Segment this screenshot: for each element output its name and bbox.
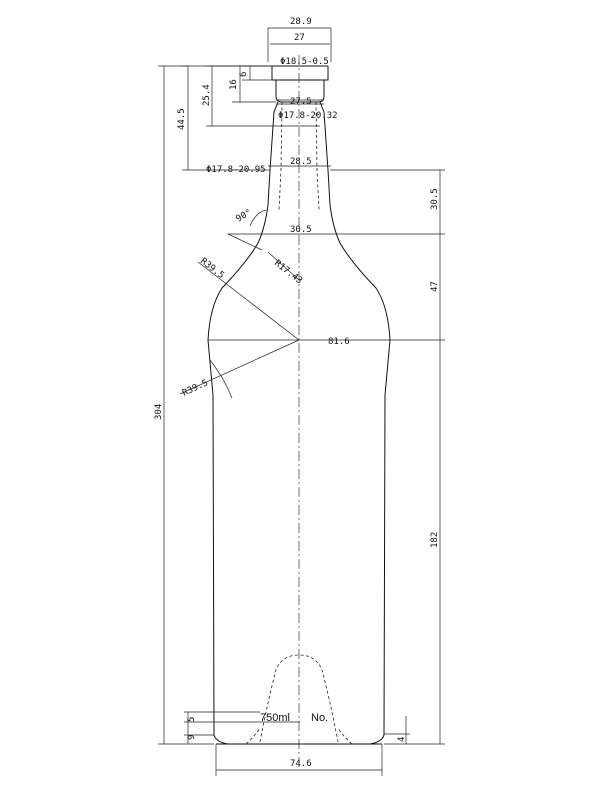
body-width-dimension: 81.6 — [208, 337, 390, 347]
dim-bore-range-1: Φ17.8-20.32 — [278, 111, 338, 121]
dim-neck-width-275: 27.5 — [290, 97, 312, 107]
dim-bore-dia: Φ18.5-0.5 — [280, 57, 329, 67]
dim-base-width: 74.6 — [290, 759, 312, 769]
angle-dimension: 90° — [235, 208, 267, 227]
dim-finish-height-25: 25.4 — [202, 84, 212, 106]
dim-neck-width-285: 28.5 — [290, 157, 312, 167]
dim-finish-height-16: 16 — [229, 79, 239, 90]
dim-angle: 90° — [235, 208, 254, 225]
dim-top-width-outer: 28.9 — [290, 17, 312, 27]
neck-height-dimension: 44.5 — [177, 65, 272, 171]
shoulder-width-dimension: 30.5 — [227, 225, 445, 251]
number-label: No. — [311, 712, 328, 724]
dim-body-width: 81.6 — [328, 337, 350, 347]
base-width-dimension: 74.6 — [215, 744, 383, 776]
dim-top-width-inner: 27 — [294, 33, 305, 43]
dim-base-5: 5 — [187, 717, 197, 722]
dim-body-height: 182 — [430, 532, 440, 548]
dim-base-4: 4 — [397, 737, 407, 742]
dim-radius-395-upper: R39.5 — [198, 256, 226, 281]
top-width-inner-dimension: 27 — [270, 33, 330, 45]
top-width-outer-dimension: 28.9 — [267, 17, 332, 62]
dim-shoulder-drop: 47 — [430, 281, 440, 292]
right-dimensions: 30.5 47 182 4 — [330, 169, 445, 745]
neck-width-285-dimension: 28.5 — [268, 157, 331, 167]
dim-lip-height: 6 — [239, 72, 249, 77]
dim-shoulder-width: 30.5 — [290, 225, 312, 235]
dim-bore-range-2: Φ17.8-20.95 — [206, 165, 266, 175]
radius-lines: R39.5 R17.43 R39.5 — [179, 251, 304, 399]
lip-height-dimension: 6 — [239, 65, 272, 81]
dim-base-9: 9 — [187, 735, 197, 740]
neck-width-275-dimension: 27.5 — [276, 97, 324, 107]
finish-height-16-dimension: 16 — [229, 66, 276, 103]
dim-shoulder-height: 30.5 — [430, 188, 440, 210]
base-left-dimensions: 5 9 — [184, 711, 300, 744]
dim-radius-395-lower: R39.5 — [181, 378, 210, 399]
capacity-label: 750ml — [260, 712, 290, 724]
dim-total-height: 304 — [154, 404, 164, 420]
dim-neck-height: 44.5 — [177, 108, 187, 130]
bottle-outline — [207, 65, 391, 745]
total-height-dimension: 304 — [154, 65, 214, 745]
